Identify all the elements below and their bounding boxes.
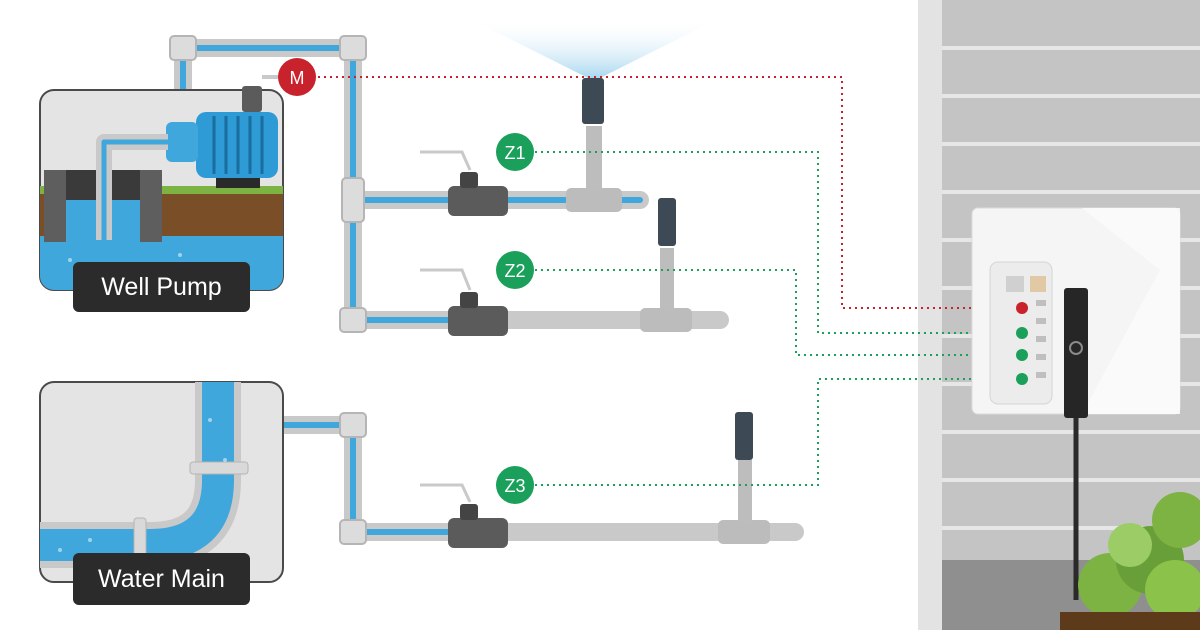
control-wires	[318, 76, 1022, 486]
master-valve	[242, 75, 278, 112]
sprinkler-controller	[971, 207, 1181, 600]
zone1-badge: Z1	[496, 133, 534, 171]
zone2-valve	[420, 268, 508, 336]
zone2-badge: Z2	[496, 251, 534, 289]
well-pump-label: Well Pump	[73, 262, 250, 312]
water-main-label: Water Main	[73, 553, 250, 605]
controller-dial-icon	[1069, 341, 1083, 355]
terminal-dots	[1016, 302, 1028, 385]
master-valve-badge: M	[278, 58, 316, 96]
master-valve-badge-label: M	[290, 68, 305, 88]
shrub	[1060, 492, 1200, 630]
zone1-valve	[420, 150, 508, 216]
sprinkler-spray	[468, 18, 720, 78]
zone3-valve	[420, 483, 508, 548]
sprinkler-z3	[718, 412, 770, 544]
zone2-badge-label: Z2	[504, 261, 525, 281]
zone-valves	[420, 150, 508, 548]
wire-zone3	[535, 378, 1022, 486]
zone3-badge-label: Z3	[504, 476, 525, 496]
sprinkler-z2	[640, 198, 692, 332]
sprinkler-z1	[566, 78, 622, 212]
wire-zone1	[535, 151, 1022, 334]
sprinkler-heads	[566, 78, 770, 544]
zone1-badge-label: Z1	[504, 143, 525, 163]
zone3-badge: Z3	[496, 466, 534, 504]
pipe-fittings	[169, 35, 367, 545]
water-main-panel	[39, 381, 284, 583]
